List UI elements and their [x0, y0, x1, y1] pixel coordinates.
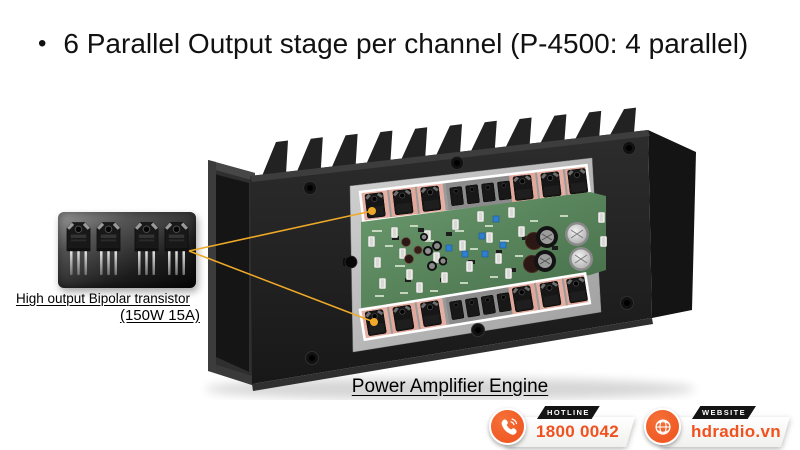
output-transistor-row-bottom	[358, 271, 592, 342]
chassis-screws	[303, 141, 636, 365]
highlight-bottom-row	[358, 271, 592, 342]
globe-icon	[644, 408, 681, 445]
output-transistor-row-top	[358, 163, 592, 224]
figure-caption: Power Amplifier Engine	[351, 376, 549, 397]
transistor-label: High output Bipolar transistor (150W 15A…	[2, 291, 204, 324]
transistor-label-line2: (150W 15A)	[119, 307, 200, 324]
website-badge[interactable]: hdradio.vn WEBSITE	[642, 404, 797, 448]
heatsink-left-bracket	[208, 160, 255, 386]
website-badge-body: hdradio.vn	[662, 417, 790, 447]
slide-title: • 6 Parallel Output stage per channel (P…	[38, 28, 748, 60]
pcb-trimmers	[445, 215, 507, 258]
website-ribbon: WEBSITE	[692, 406, 756, 419]
bullet-point: •	[38, 30, 47, 57]
hotline-badge[interactable]: 1800 0042 HOTLINE	[487, 404, 642, 448]
power-amplifier-photo	[205, 107, 696, 400]
bipolar-transistors-image	[66, 222, 189, 276]
slide-title-text: 6 Parallel Output stage per channel (P-4…	[63, 28, 749, 59]
hotline-ribbon: HOTLINE	[537, 406, 600, 419]
heatsink-fins	[262, 107, 636, 176]
pcb-small-capacitors	[401, 233, 448, 271]
filter-capacitors	[523, 222, 593, 273]
transistor-inset-photo	[58, 212, 196, 288]
website-url: hdradio.vn	[691, 422, 781, 441]
hotline-badge-body: 1800 0042	[507, 417, 635, 447]
hotline-number: 1800 0042	[536, 422, 620, 441]
heatsink-shadow	[205, 378, 695, 400]
transistor-label-line1: High output Bipolar transistor	[15, 291, 191, 306]
phone-icon	[489, 408, 526, 445]
